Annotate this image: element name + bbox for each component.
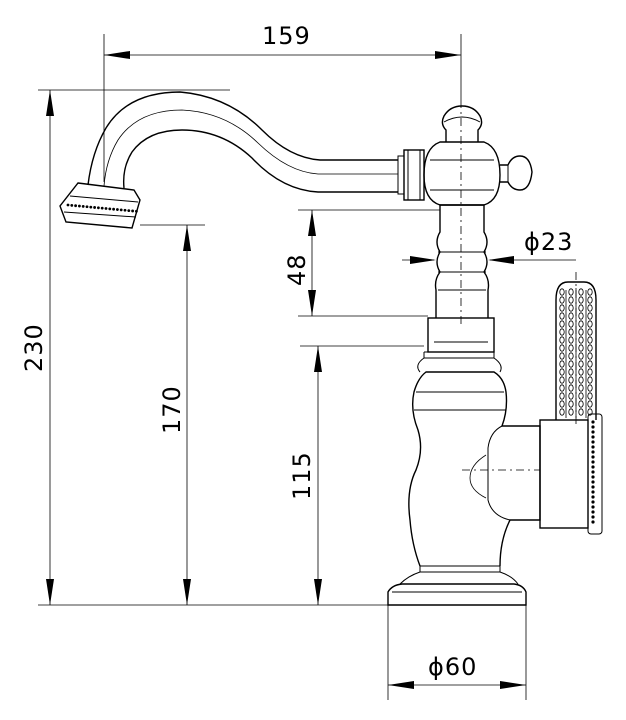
- center-lines: [460, 100, 540, 471]
- dimension-lines: [38, 34, 576, 700]
- dim-label-phi60: ϕ60: [428, 653, 477, 681]
- dim-label-48: 48: [283, 253, 311, 286]
- spout-nut: [403, 149, 425, 201]
- side-knob: [500, 155, 533, 191]
- dim-label-170: 170: [158, 385, 186, 434]
- dim-label-230: 230: [20, 323, 48, 372]
- hub: [423, 141, 501, 206]
- aerator: [59, 182, 141, 229]
- lever-handle: [555, 272, 597, 425]
- base-plate: [387, 583, 527, 606]
- faucet-outline: [59, 91, 603, 606]
- upper-stem: [434, 204, 490, 318]
- dim-label-115: 115: [288, 451, 316, 500]
- dim-label-phi23: ϕ23: [524, 228, 573, 256]
- body-column: [408, 371, 541, 567]
- handle-bead-rim: [591, 420, 595, 524]
- dimension-labels: 159 230 170 48 115 ϕ23 ϕ60: [20, 22, 573, 681]
- spout-tube: [87, 91, 398, 186]
- top-knob: [441, 105, 483, 142]
- dim-label-159: 159: [262, 22, 311, 50]
